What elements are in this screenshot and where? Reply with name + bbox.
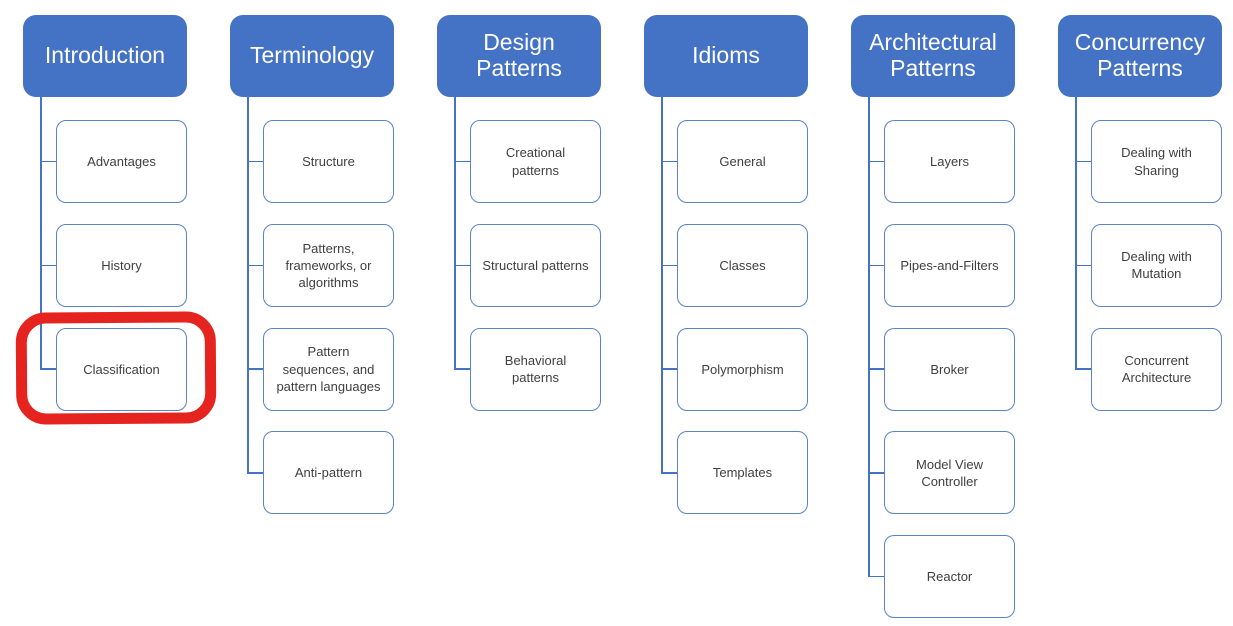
node-layers[interactable]: Layers bbox=[884, 120, 1015, 203]
connector-vertical-line bbox=[661, 97, 663, 473]
connector-stub-line bbox=[454, 160, 471, 163]
connector-stub-line bbox=[247, 160, 264, 163]
connector-stub-line bbox=[868, 160, 885, 163]
node-history[interactable]: History bbox=[56, 223, 187, 307]
connector-stub-line bbox=[247, 472, 264, 474]
connector-vertical-line bbox=[1075, 97, 1077, 370]
connector-vertical-line bbox=[868, 97, 870, 577]
node-classes[interactable]: Classes bbox=[677, 223, 808, 307]
connector-stub-line bbox=[454, 264, 471, 267]
connector-stub-line bbox=[868, 264, 885, 267]
connector-stub-line bbox=[247, 368, 264, 370]
connector-stub-line bbox=[40, 160, 57, 163]
connector-vertical-line bbox=[454, 97, 456, 370]
column-header-idioms[interactable]: Idioms bbox=[644, 15, 808, 97]
connector-stub-line bbox=[868, 575, 885, 578]
node-patterns-frameworks-or-algorithms[interactable]: Patterns, frameworks, or algorithms bbox=[263, 223, 394, 307]
node-model-view-controller[interactable]: Model View Controller bbox=[884, 431, 1015, 515]
node-classification[interactable]: Classification bbox=[56, 327, 187, 411]
node-creational-patterns[interactable]: Creational patterns bbox=[470, 120, 601, 203]
column-header-introduction[interactable]: Introduction bbox=[23, 15, 187, 97]
node-dealing-with-mutation[interactable]: Dealing with Mutation bbox=[1091, 223, 1222, 307]
node-structure[interactable]: Structure bbox=[263, 120, 394, 203]
connector-stub-line bbox=[1075, 160, 1092, 163]
connector-stub-line bbox=[868, 472, 885, 474]
column-header-design-patterns[interactable]: Design Patterns bbox=[437, 15, 601, 97]
connector-vertical-line bbox=[40, 97, 42, 370]
connector-stub-line bbox=[1075, 264, 1092, 267]
connector-vertical-line bbox=[247, 97, 249, 473]
node-pattern-sequences-and-pattern-languages[interactable]: Pattern sequences, and pattern languages bbox=[263, 327, 394, 411]
node-general[interactable]: General bbox=[677, 120, 808, 203]
node-advantages[interactable]: Advantages bbox=[56, 120, 187, 203]
node-broker[interactable]: Broker bbox=[884, 327, 1015, 411]
node-reactor[interactable]: Reactor bbox=[884, 535, 1015, 619]
connector-stub-line bbox=[454, 368, 471, 370]
node-concurrent-architecture[interactable]: Concurrent Architecture bbox=[1091, 327, 1222, 411]
connector-stub-line bbox=[40, 264, 57, 267]
connector-stub-line bbox=[40, 368, 57, 370]
connector-stub-line bbox=[661, 160, 678, 163]
column-header-concurrency-patterns[interactable]: Concurrency Patterns bbox=[1058, 15, 1222, 97]
connector-stub-line bbox=[868, 368, 885, 370]
node-structural-patterns[interactable]: Structural patterns bbox=[470, 223, 601, 307]
connector-stub-line bbox=[661, 368, 678, 370]
node-anti-pattern[interactable]: Anti-pattern bbox=[263, 431, 394, 515]
node-pipes-and-filters[interactable]: Pipes-and-Filters bbox=[884, 223, 1015, 307]
connector-stub-line bbox=[1075, 368, 1092, 370]
node-dealing-with-sharing[interactable]: Dealing with Sharing bbox=[1091, 120, 1222, 203]
connector-stub-line bbox=[247, 264, 264, 267]
column-header-terminology[interactable]: Terminology bbox=[230, 15, 394, 97]
node-polymorphism[interactable]: Polymorphism bbox=[677, 327, 808, 411]
connector-stub-line bbox=[661, 472, 678, 474]
node-templates[interactable]: Templates bbox=[677, 431, 808, 515]
node-behavioral-patterns[interactable]: Behavioral patterns bbox=[470, 327, 601, 411]
column-header-architectural-patterns[interactable]: Architectural Patterns bbox=[851, 15, 1015, 97]
connector-stub-line bbox=[661, 264, 678, 267]
